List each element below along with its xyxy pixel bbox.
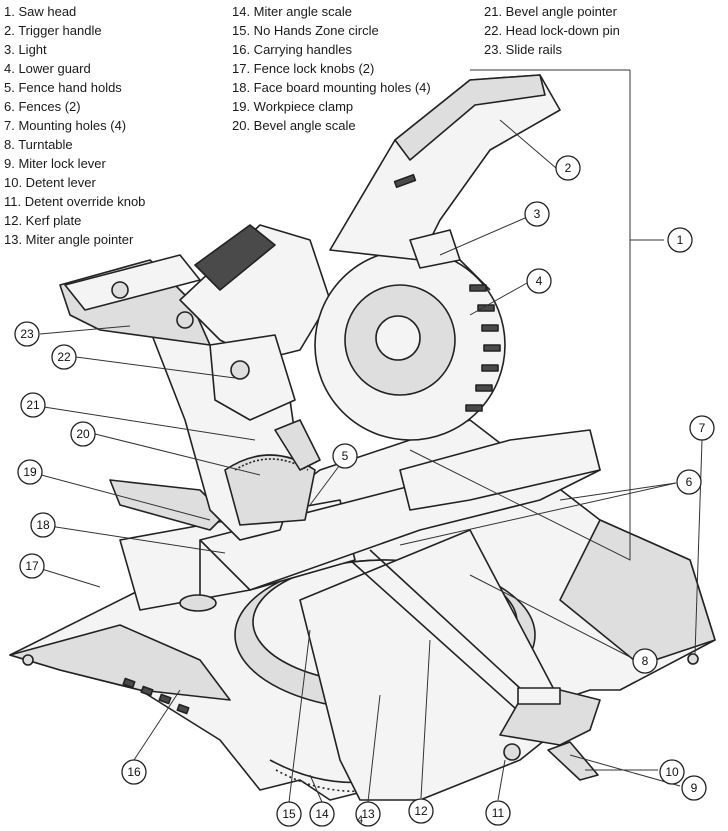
legend-item: 11. Detent override knob: [4, 194, 146, 209]
page-number: 4: [357, 814, 364, 826]
svg-text:6: 6: [686, 475, 693, 489]
detent-override-knob: [503, 743, 521, 761]
svg-text:18: 18: [36, 518, 50, 532]
callout-20: 20: [70, 421, 96, 447]
svg-text:23: 23: [20, 327, 34, 341]
callout-11: 11: [485, 800, 511, 826]
svg-text:20: 20: [76, 427, 90, 441]
callout-22: 22: [51, 344, 77, 370]
svg-text:2: 2: [565, 161, 572, 175]
legend-item: 4. Lower guard: [4, 61, 91, 76]
trigger: [393, 173, 417, 189]
legend-column-3: 21. Bevel angle pointer 22. Head lock-do…: [484, 2, 620, 59]
callout-15: 15: [276, 801, 302, 827]
base-right-arm: [559, 519, 716, 666]
legend-item: 14. Miter angle scale: [232, 4, 352, 19]
light: [409, 229, 461, 269]
legend-item: 10. Detent lever: [4, 175, 96, 190]
svg-text:12: 12: [414, 804, 428, 818]
motor-vent: [194, 224, 276, 291]
legend-item: 15. No Hands Zone circle: [232, 23, 379, 38]
legend-item: 21. Bevel angle pointer: [484, 4, 617, 19]
legend-item: 2. Trigger handle: [4, 23, 102, 38]
svg-text:1: 1: [677, 233, 684, 247]
svg-text:16: 16: [127, 765, 141, 779]
head-lock-down-pin: [209, 334, 296, 421]
callout-4: 4: [526, 268, 552, 294]
carrying-handle-slots: [122, 677, 190, 715]
base-left-arm: [9, 624, 231, 701]
callout-14: 14: [309, 801, 335, 827]
svg-text:3: 3: [534, 207, 541, 221]
callout-16: 16: [121, 759, 147, 785]
legend-item: 8. Turntable: [4, 137, 73, 152]
callout-18: 18: [30, 512, 56, 538]
callout-12: 12: [408, 798, 434, 824]
legend-item: 16. Carrying handles: [232, 42, 352, 57]
legend-item: 5. Fence hand holds: [4, 80, 122, 95]
guard-fins: [465, 284, 501, 412]
svg-text:7: 7: [699, 421, 706, 435]
callout-10: 10: [659, 759, 685, 785]
callout-17: 17: [19, 553, 45, 579]
svg-text:10: 10: [665, 765, 679, 779]
callout-21: 21: [20, 392, 46, 418]
svg-text:14: 14: [315, 807, 329, 821]
callout-7: 7: [689, 415, 715, 441]
legend-item: 18. Face board mounting holes (4): [232, 80, 431, 95]
legend-item: 3. Light: [4, 42, 47, 57]
callout-23: 23: [14, 321, 40, 347]
svg-text:13: 13: [361, 807, 375, 821]
svg-text:11: 11: [492, 806, 505, 820]
legend-item: 7. Mounting holes (4): [4, 118, 127, 133]
callout-19: 19: [17, 459, 43, 485]
callout-9: 9: [681, 775, 707, 801]
callout-6: 6: [676, 469, 702, 495]
workpiece-clamp: [109, 479, 226, 531]
detent-label-plate: [517, 687, 561, 705]
svg-text:22: 22: [57, 350, 71, 364]
legend-item: 13. Miter angle pointer: [4, 232, 134, 247]
svg-text:8: 8: [642, 654, 649, 668]
svg-text:21: 21: [26, 398, 40, 412]
callout-2: 2: [555, 155, 581, 181]
mounting-hole: [687, 653, 699, 665]
svg-text:4: 4: [536, 274, 543, 288]
svg-text:17: 17: [25, 559, 39, 573]
svg-text:5: 5: [342, 449, 349, 463]
legend-column-1: 1. Saw head 2. Trigger handle 3. Light 4…: [4, 2, 145, 249]
legend-item: 9. Miter lock lever: [4, 156, 106, 171]
svg-text:15: 15: [282, 807, 296, 821]
fence-right: [399, 429, 601, 511]
callout-5: 5: [332, 443, 358, 469]
legend-item: 6. Fences (2): [4, 99, 81, 114]
legend-column-2: 14. Miter angle scale 15. No Hands Zone …: [232, 2, 431, 135]
callout-1: 1: [667, 227, 693, 253]
svg-text:19: 19: [23, 465, 37, 479]
legend-item: 22. Head lock-down pin: [484, 23, 620, 38]
legend-item: 12. Kerf plate: [4, 213, 82, 228]
legend-item: 20. Bevel angle scale: [232, 118, 356, 133]
legend-item: 1. Saw head: [4, 4, 77, 19]
svg-text:9: 9: [691, 781, 698, 795]
miter-saw-illustration: [9, 74, 716, 801]
bevel-angle-scale: [224, 454, 316, 526]
bevel-angle-pointer: [274, 419, 321, 471]
legend-item: 23. Slide rails: [484, 42, 563, 57]
callout-13: 13: [355, 801, 381, 827]
legend-item: 17. Fence lock knobs (2): [232, 61, 375, 76]
callout-3: 3: [524, 201, 550, 227]
callout-8: 8: [632, 648, 658, 674]
legend-item: 19. Workpiece clamp: [232, 99, 354, 114]
